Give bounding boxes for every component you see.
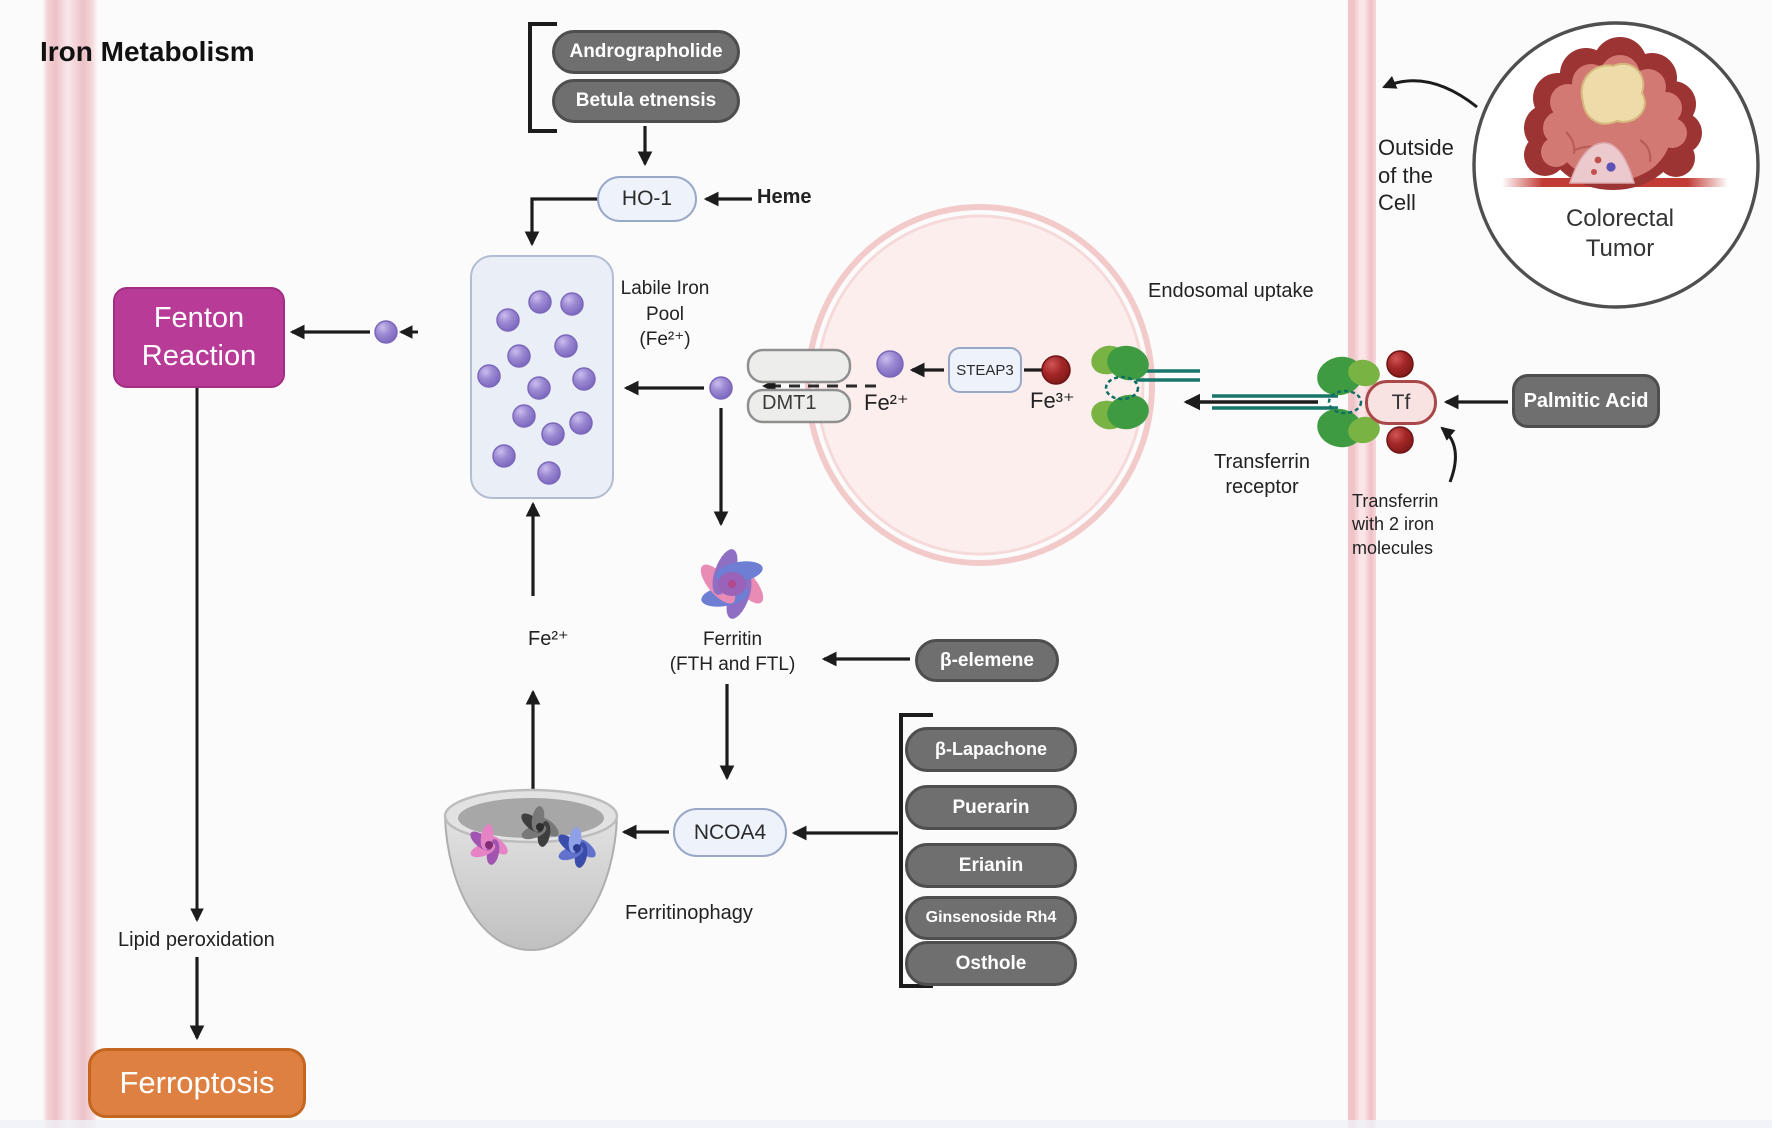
inhibitors-bracket [899, 713, 933, 988]
fe2-ion-endosome [876, 350, 904, 378]
arrow-note-to-tf [1440, 426, 1457, 483]
ferritin-label: Ferritin (FTH and FTL) [669, 629, 796, 675]
dmt1-channel [746, 348, 852, 424]
fe2-recycle-label: Fe²⁺ [528, 628, 569, 650]
outside-cell-label: Outside of the Cell [1378, 135, 1454, 215]
arrow-ho1-to-pool [524, 197, 597, 247]
heme-label: Heme [757, 186, 812, 208]
labile-iron-pool-label: Labile Iron Pool (Fe²⁺) [620, 278, 710, 351]
compound-ginsenoside-rh4: Ginsenoside Rh4 [905, 896, 1077, 940]
compound-beta-elemene: β-elemene [915, 639, 1059, 682]
labile-iron-pool-ions [477, 290, 596, 485]
ferritin-complex-icon [700, 549, 764, 619]
dmt1-label: DMT1 [762, 392, 817, 414]
compound-erianin: Erianin [905, 843, 1077, 888]
endosomal-uptake-label: Endosomal uptake [1148, 280, 1314, 302]
node-ncoa4: NCOA4 [673, 808, 787, 857]
node-transferrin: Tf [1365, 380, 1437, 425]
fe3-label-endosome: Fe³⁺ [1030, 388, 1075, 413]
cell-membrane-right [1348, 0, 1376, 1128]
transferrin-receptor-endosome-icon [1091, 345, 1200, 430]
fe2-ion-to-fenton [374, 320, 398, 344]
iron-on-tf-bottom [1386, 426, 1414, 454]
fe2-ion-cytosol [709, 376, 733, 400]
tumor-dot-red-2 [1591, 169, 1597, 175]
ferritinophagy-label: Ferritinophagy [625, 902, 753, 924]
transferrin-receptor-membrane-icon [1212, 356, 1380, 448]
tumor-dot-blue [1606, 162, 1616, 172]
tumor-necrotic-core [1580, 63, 1646, 125]
lipid-peroxidation-label: Lipid peroxidation [118, 929, 275, 951]
iron-on-tf-top [1386, 350, 1414, 378]
compound-osthole: Osthole [905, 941, 1077, 986]
tumor-dot-red-1 [1594, 156, 1602, 164]
colorectal-tumor-icon [1472, 21, 1760, 309]
node-ho1: HO-1 [597, 176, 697, 222]
compound-beta-lapachone: β-Lapachone [905, 727, 1077, 772]
ferritin-cluster-blue [558, 827, 596, 868]
node-fenton-reaction: Fenton Reaction [113, 287, 285, 388]
lysosome-bowl-icon [443, 788, 619, 952]
ferritin-cluster-gray [521, 806, 559, 847]
compound-betula-etnensis: Betula etnensis [552, 79, 740, 123]
node-steap3: STEAP3 [948, 347, 1022, 393]
inducers-bracket [528, 22, 557, 133]
compound-andrographolide: Andrographolide [552, 30, 740, 74]
transferrin-note-label: Transferrin with 2 iron molecules [1352, 491, 1439, 558]
scan-edge-strip [0, 1120, 1772, 1128]
arrow-tumor-to-cell [1382, 76, 1478, 109]
compound-puerarin: Puerarin [905, 785, 1077, 830]
ferritin-cluster-pink [470, 824, 508, 865]
fe3-ion-endosome [1041, 355, 1071, 385]
transferrin-receptor-label: Transferrin receptor [1214, 451, 1310, 498]
colorectal-tumor-label: Colorectal Tumor [1565, 205, 1675, 262]
node-ferroptosis: Ferroptosis [88, 1048, 306, 1118]
page-title: Iron Metabolism [40, 36, 255, 67]
compound-palmitic-acid: Palmitic Acid [1512, 374, 1660, 428]
cell-membrane-left [42, 0, 98, 1128]
fe2-label-endosome: Fe²⁺ [864, 390, 909, 415]
tumor-base-mound [1568, 142, 1635, 184]
